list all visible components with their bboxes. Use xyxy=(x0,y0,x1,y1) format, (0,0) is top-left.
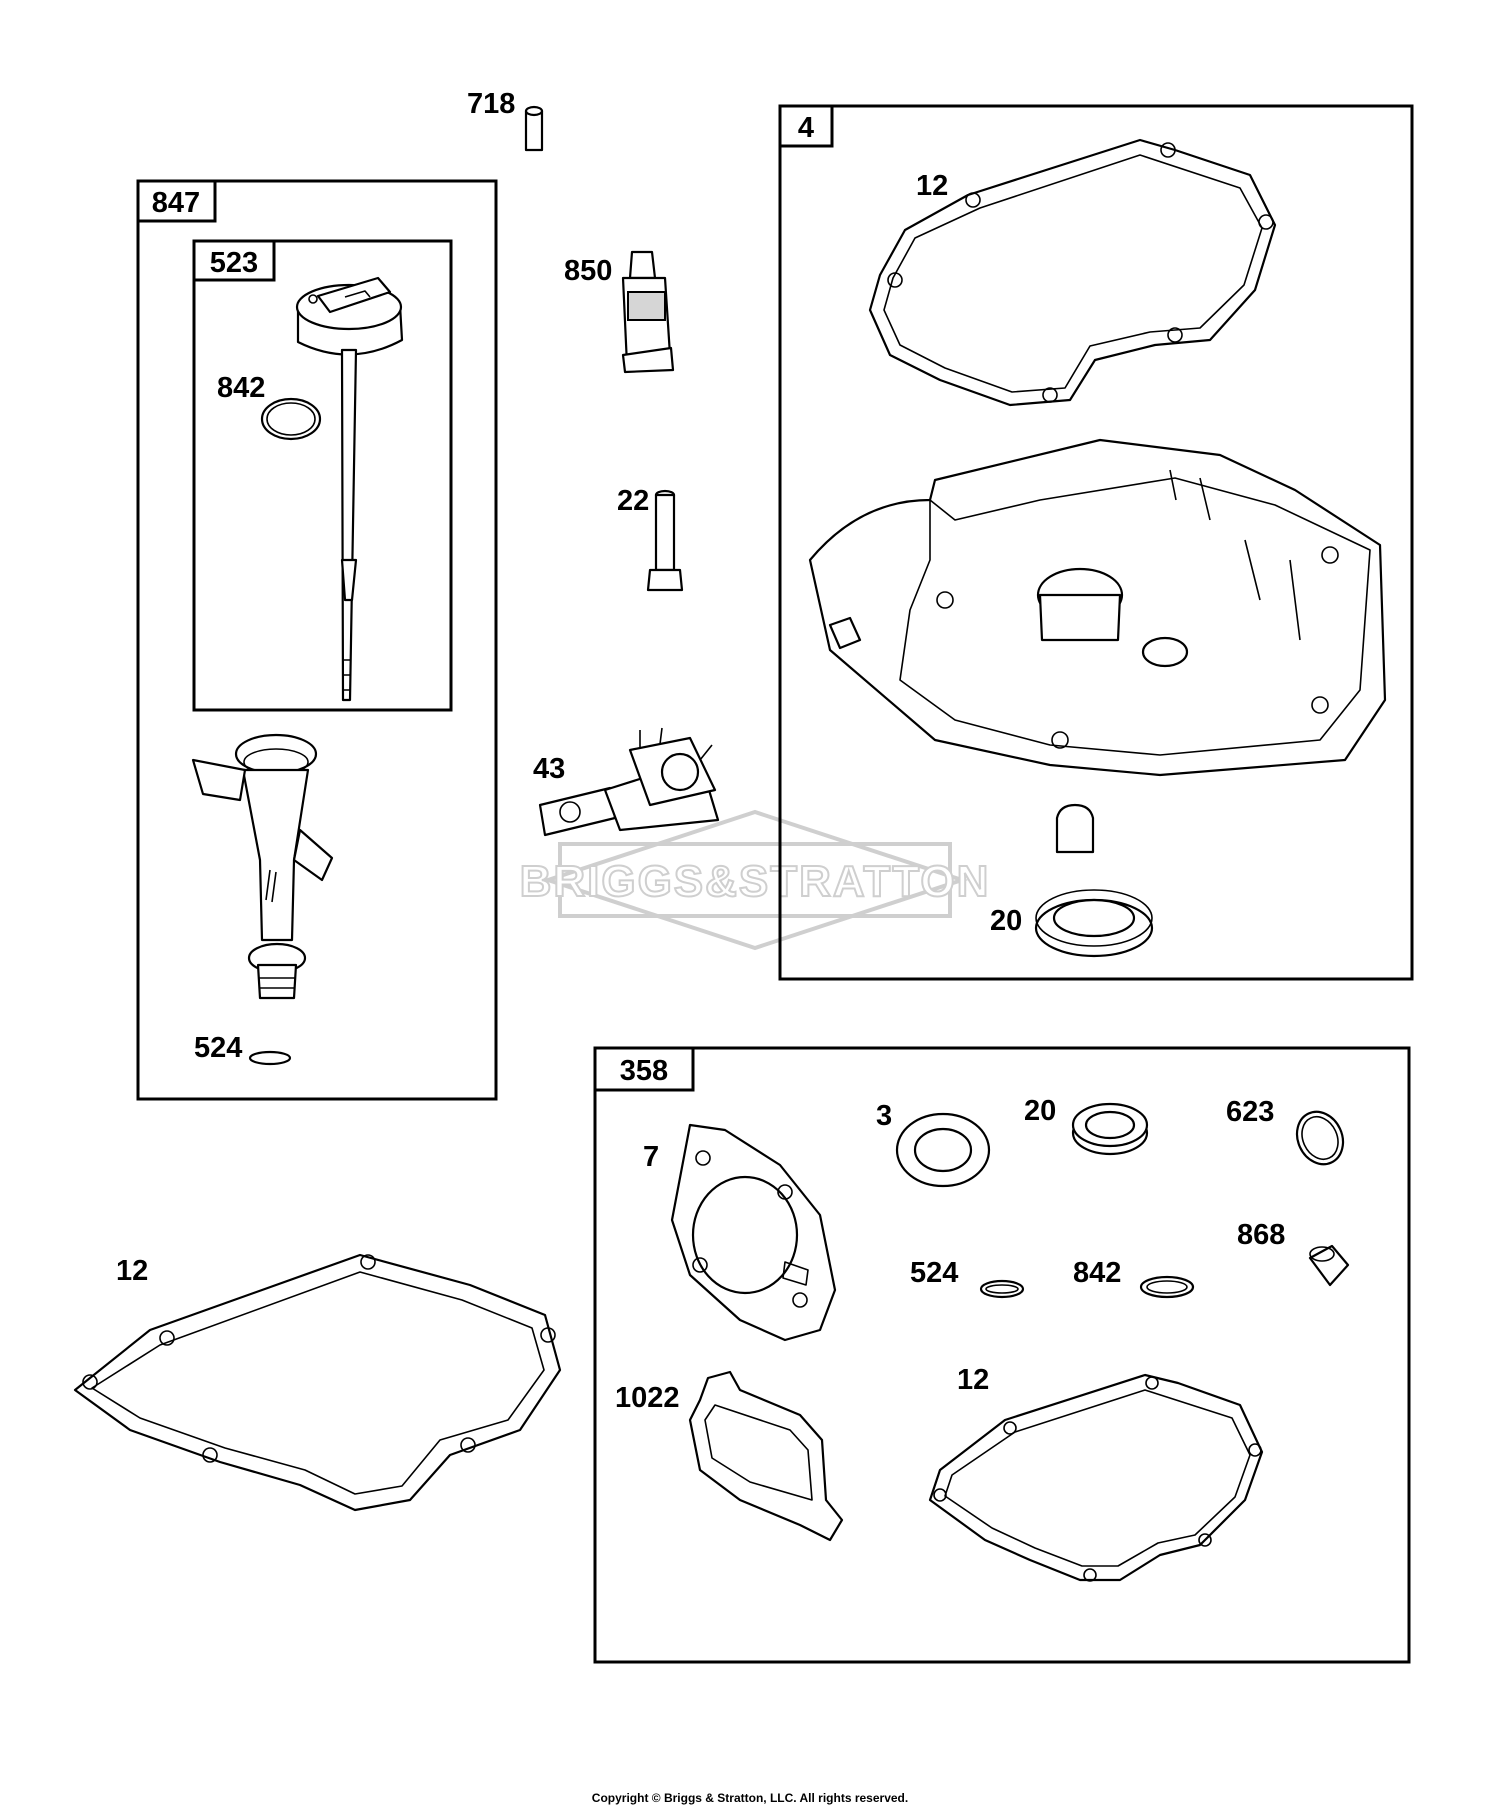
box-tag-358: 358 xyxy=(620,1055,668,1087)
callout-524-kit: 524 xyxy=(910,1257,958,1289)
dipstick-part[interactable] xyxy=(295,276,404,702)
callout-12-top: 12 xyxy=(916,170,948,202)
callout-623: 623 xyxy=(1226,1096,1274,1128)
bolt-part[interactable] xyxy=(646,489,684,592)
sealant-tube-part[interactable] xyxy=(621,250,675,374)
callout-1022: 1022 xyxy=(615,1382,680,1414)
callout-7: 7 xyxy=(643,1141,659,1173)
oil-seal-top-part[interactable] xyxy=(1034,889,1154,958)
assembly-box-358: 358 xyxy=(593,1046,1411,1664)
callout-718: 718 xyxy=(467,88,515,120)
oil-fill-tube-part[interactable] xyxy=(191,733,334,1000)
oil-seal-kit-part[interactable] xyxy=(1071,1102,1149,1156)
plug-cap-part[interactable] xyxy=(1055,803,1095,854)
o-ring-623-part[interactable] xyxy=(1289,1104,1352,1172)
crankcase-gasket-part[interactable] xyxy=(868,138,1277,407)
governor-bracket-part[interactable] xyxy=(538,727,720,837)
callout-524-top: 524 xyxy=(194,1032,242,1064)
oil-seal-3-part[interactable] xyxy=(895,1112,991,1188)
callout-842-kit: 842 xyxy=(1073,1257,1121,1289)
o-ring-524-kit-part[interactable] xyxy=(979,1279,1025,1299)
intake-gasket-part[interactable] xyxy=(688,1370,844,1542)
callout-12-left: 12 xyxy=(116,1255,148,1287)
crankcase-cover-part[interactable] xyxy=(808,438,1387,777)
plug-868-part[interactable] xyxy=(1308,1244,1350,1287)
watermark-text: BRIGGS&STRATTON xyxy=(520,857,991,906)
callout-22: 22 xyxy=(617,485,649,517)
callout-850: 850 xyxy=(564,255,612,287)
assembly-box-847: 847 xyxy=(136,179,498,1101)
callout-20-kit: 20 xyxy=(1024,1095,1056,1127)
copyright-notice: Copyright © Briggs & Stratton, LLC. All … xyxy=(592,1791,908,1805)
callout-43: 43 xyxy=(533,753,565,785)
o-ring-part[interactable] xyxy=(260,397,322,441)
brand-watermark: BRIGGS&STRATTON xyxy=(519,809,991,951)
o-ring-842-kit-part[interactable] xyxy=(1139,1275,1195,1299)
assembly-box-4: 4 xyxy=(778,104,1414,981)
box-tag-523: 523 xyxy=(210,247,258,279)
o-ring-524-part[interactable] xyxy=(248,1050,292,1066)
callout-20-top: 20 xyxy=(990,905,1022,937)
callout-868: 868 xyxy=(1237,1219,1285,1251)
callout-842-top: 842 xyxy=(217,372,265,404)
head-gasket-part[interactable] xyxy=(670,1123,837,1342)
box-tag-4: 4 xyxy=(798,112,814,144)
crankcase-gasket-loose-part[interactable] xyxy=(73,1253,562,1512)
crankcase-gasket-kit-part[interactable] xyxy=(928,1373,1264,1582)
callout-12-kit: 12 xyxy=(957,1364,989,1396)
box-tag-847: 847 xyxy=(152,187,200,219)
callout-3: 3 xyxy=(876,1100,892,1132)
assembly-box-523: 523 xyxy=(192,239,453,712)
dowel-pin-part[interactable] xyxy=(524,105,544,152)
